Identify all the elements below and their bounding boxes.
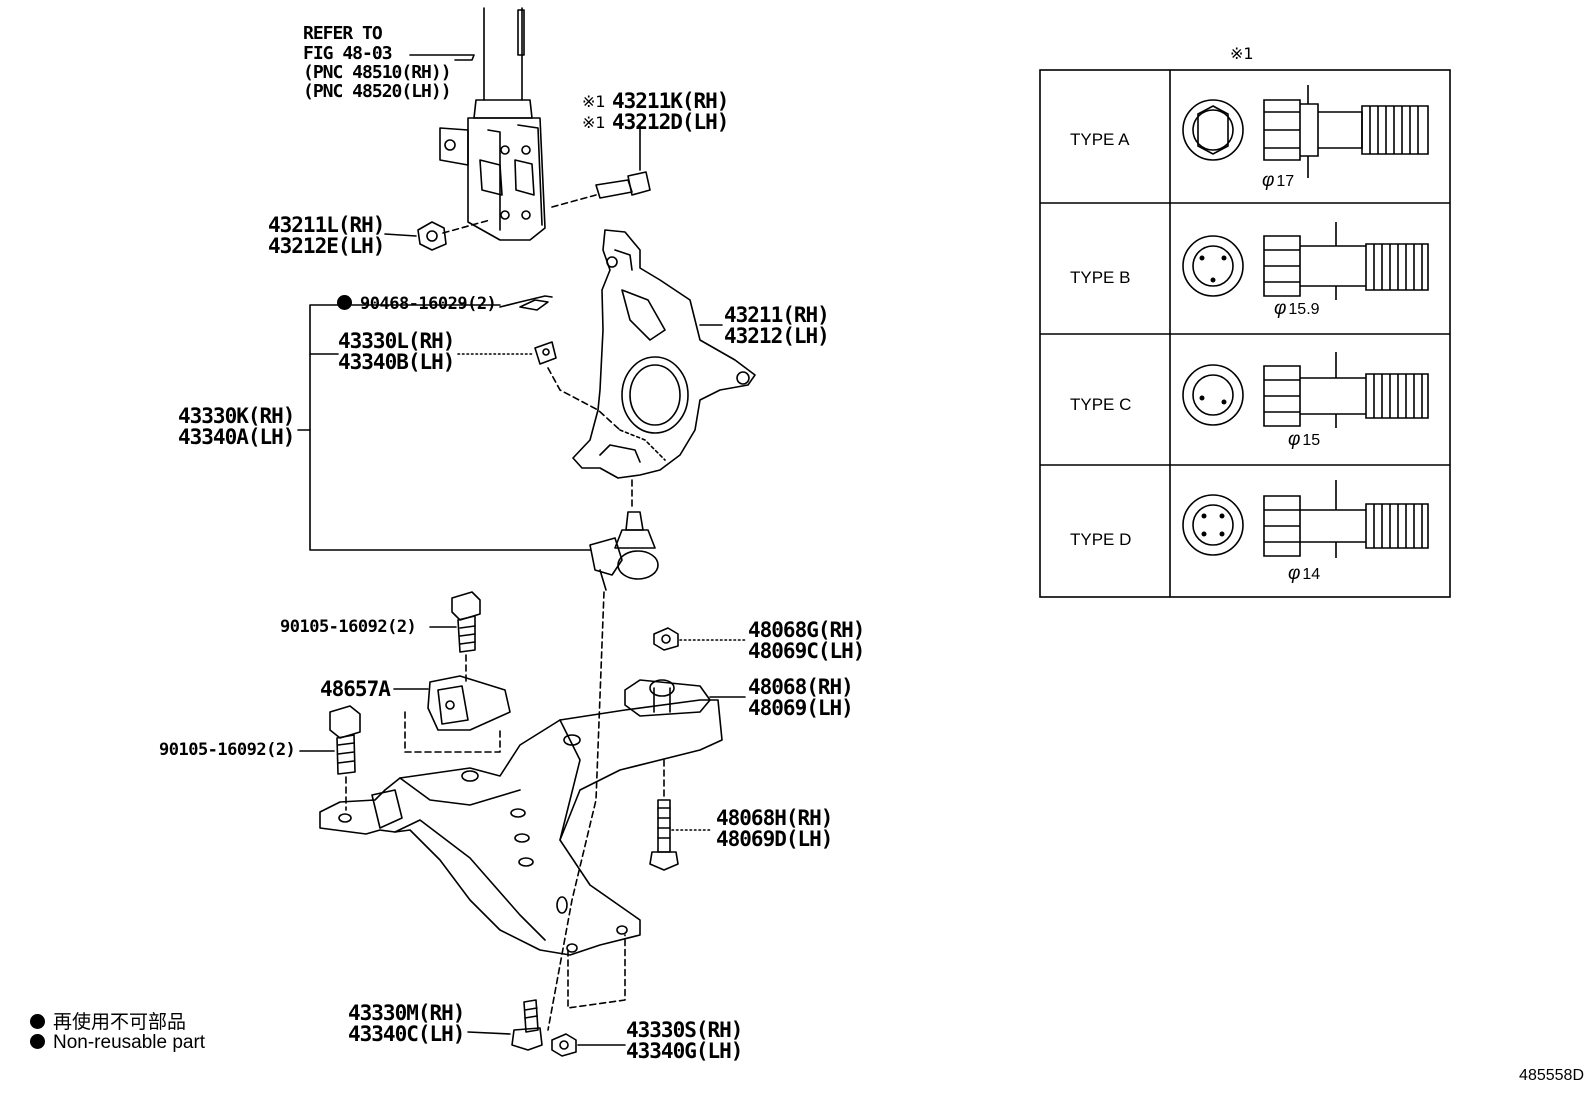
- callout-bolt-upper: 90105-16092(2): [280, 617, 417, 637]
- ball-joint-icon: [589, 511, 659, 591]
- steering-knuckle-icon: [572, 229, 756, 479]
- bolt-lower-icon: [329, 705, 361, 775]
- cotter-pin-icon: [499, 295, 553, 311]
- bracket-icon: [427, 675, 511, 731]
- callout-bolt-lh: 43212D(LH): [612, 110, 729, 134]
- callout-ball-joint-lh: 43340A(LH): [178, 425, 295, 449]
- callout-nut-rh: 43211L(RH): [268, 213, 385, 237]
- callout-bj-nut-rh: 43330S(RH): [626, 1018, 743, 1042]
- type-a-label: TYPE A: [1070, 130, 1130, 149]
- callout-arm-bolt-lh: 48069D(LH): [716, 827, 833, 851]
- castle-nut-icon: [534, 341, 557, 365]
- figure-number: 485558D: [1519, 1067, 1584, 1084]
- callout-arm-bolt-rh: 48068H(RH): [716, 806, 833, 830]
- callout-nut-lh: 43212E(LH): [268, 234, 385, 258]
- callout-arm-nut-lh: 48069C(LH): [748, 639, 865, 663]
- callout-arm-rh: 48068(RH): [748, 675, 854, 699]
- arm-bolt-icon: [649, 799, 679, 871]
- type-b-label: TYPE B: [1070, 268, 1131, 287]
- callout-arm-lh: 48069(LH): [748, 696, 854, 720]
- legend-item-en: Non-reusable part: [30, 1032, 205, 1054]
- callout-bj-bolt-lh: 43340C(LH): [348, 1022, 465, 1046]
- type-table-header-mark: ※1: [1230, 44, 1254, 63]
- callout-castle-nut-lh: 43340B(LH): [338, 350, 455, 374]
- callout-bj-bolt-rh: 43330M(RH): [348, 1001, 465, 1025]
- type-c-label: TYPE C: [1070, 395, 1132, 414]
- non-reusable-dot-icon: [30, 1034, 45, 1049]
- callout-bolt-rh: 43211K(RH): [612, 89, 729, 113]
- legend-item-jp: 再使用不可部品: [30, 1007, 186, 1034]
- type-b-bolt-icon: [1182, 222, 1429, 300]
- callout-ball-joint-rh: 43330K(RH): [178, 404, 295, 428]
- callout-cotter-pin: 90468-16029(2): [337, 294, 497, 314]
- refer-line-2: FIG 48-03: [303, 43, 393, 64]
- callout-arm-nut-rh: 48068G(RH): [748, 618, 865, 642]
- non-reusable-dot-icon: [30, 1014, 45, 1029]
- bolt-note-mark-1: ※1: [582, 92, 606, 111]
- type-c-bolt-icon: [1182, 352, 1429, 428]
- refer-line-1: REFER TO: [303, 23, 383, 44]
- callout-bolt-lower: 90105-16092(2): [159, 740, 296, 760]
- bolt-upper-icon: [451, 591, 481, 653]
- type-d-bolt-icon: [1182, 480, 1429, 558]
- cotter-pin-number: 90468-16029(2): [360, 294, 497, 314]
- callout-bj-nut-lh: 43340G(LH): [626, 1039, 743, 1063]
- bj-bolt-icon: [511, 999, 543, 1051]
- bolt-note-mark-2: ※1: [582, 113, 606, 132]
- strut-assembly: [439, 7, 546, 241]
- callout-knuckle-lh: 43212(LH): [724, 324, 830, 348]
- callout-bracket: 48657A: [320, 677, 391, 701]
- arm-nut-icon: [653, 627, 679, 651]
- callout-castle-nut-rh: 43330L(RH): [338, 329, 455, 353]
- callout-knuckle-rh: 43211(RH): [724, 303, 830, 327]
- type-table: [1039, 69, 1451, 598]
- refer-line-3: (PNC 48510(RH)): [303, 62, 452, 83]
- strut-nut-icon: [417, 221, 447, 251]
- bj-nut-icon: [551, 1033, 577, 1057]
- type-a-bolt-icon: [1182, 85, 1429, 178]
- refer-line-4: (PNC 48520(LH)): [303, 81, 452, 102]
- lower-control-arm-icon: [319, 679, 723, 956]
- non-reusable-dot-icon: [337, 295, 352, 310]
- strut-bolt-icon: [595, 124, 651, 199]
- type-d-label: TYPE D: [1070, 530, 1132, 549]
